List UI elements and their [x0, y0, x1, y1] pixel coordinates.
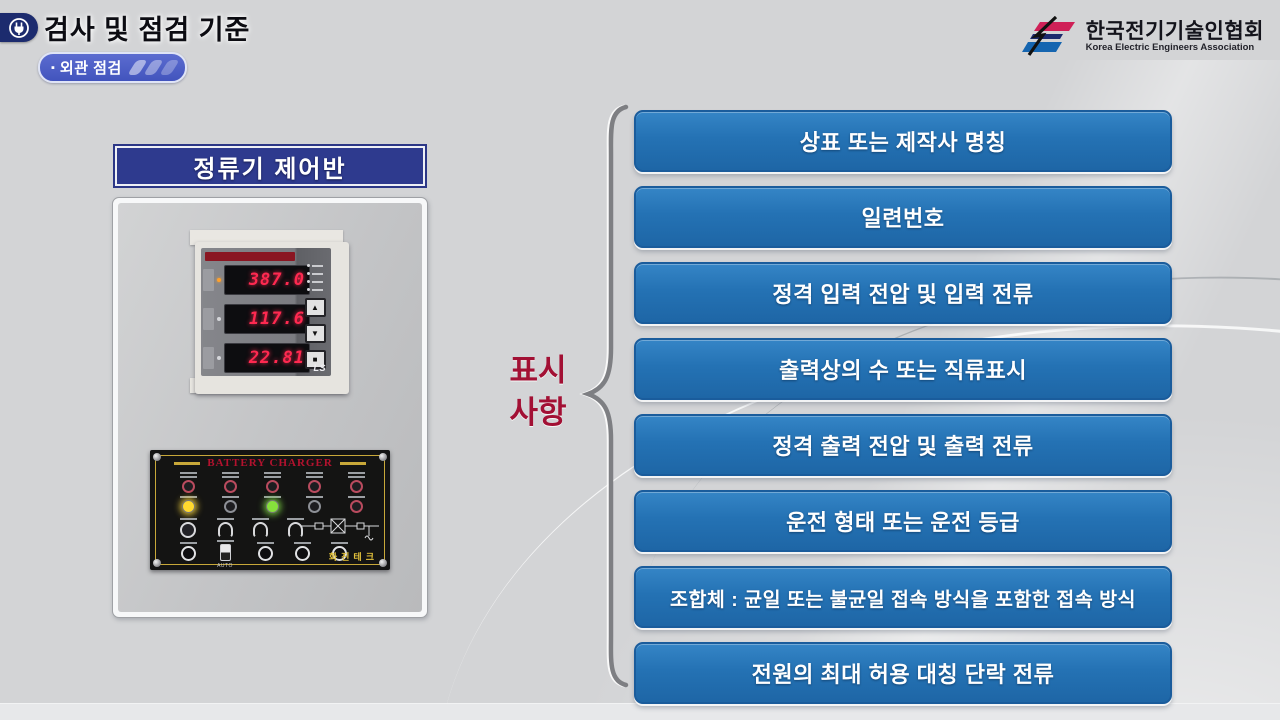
meter-led [217, 356, 221, 360]
meter-display-2: 117.6 [224, 304, 310, 334]
meter-display-row: 387.0 [203, 265, 310, 295]
meter-indicator [307, 272, 323, 275]
logo-name-korean: 한국전기기술인협회 [1085, 19, 1264, 43]
meter-set-button: ■ [304, 350, 326, 369]
charger-border [155, 455, 385, 565]
indicator [215, 496, 245, 513]
marking-item-7: 조합체 : 균일 또는 불균일 접속 방식을 포함한 접속 방식 [634, 566, 1172, 628]
charger-maker-label: 화진테크 [328, 552, 378, 562]
section-badge: ▪ 외관 점검 [38, 52, 187, 83]
logo-mark-icon [1021, 16, 1075, 56]
group-label-line1: 표시 [509, 353, 567, 388]
indicator [299, 472, 329, 493]
association-logo: 한국전기기술인협회 Korea Electric Engineers Assoc… [1021, 16, 1264, 58]
meter-display-1: 387.0 [224, 265, 310, 295]
meter-led [217, 278, 221, 282]
bottom-strip [0, 703, 1280, 720]
meter-brand-logo: LS [313, 363, 326, 373]
figure-caption: 정류기 제어반 [113, 144, 427, 188]
marking-item-4: 출력상의 수 또는 직류표시 [634, 338, 1172, 400]
screw-icon [153, 453, 161, 461]
indicator [173, 472, 203, 493]
group-label-line2: 사항 [509, 394, 567, 430]
rectifier-panel-photo: 387.0 117.6 22.81 [112, 197, 428, 618]
page-title: 검사 및 점검 기준 [44, 15, 251, 45]
badge-stripes-icon [127, 60, 180, 75]
switch-handle [210, 518, 240, 538]
screw-icon [379, 559, 387, 567]
charger-title: BATTERY CHARGER [207, 457, 333, 469]
badge-label: 외관 점검 [59, 60, 122, 77]
panel-button [173, 542, 203, 561]
marking-item-5: 정격 출력 전압 및 출력 전류 [634, 414, 1172, 476]
switch-handle [245, 518, 275, 538]
marking-item-2: 일련번호 [634, 186, 1172, 248]
meter-indicator [307, 288, 323, 291]
badge-bullet-icon: ▪ [51, 61, 55, 74]
group-label: 표시 사항 [492, 350, 584, 434]
meter-led [217, 317, 221, 321]
indicator [299, 496, 329, 513]
header-icon-pill [0, 13, 38, 42]
marking-item-1: 상표 또는 제작사 명칭 [634, 110, 1172, 172]
logo-name-english: Korea Electric Engineers Association [1085, 42, 1255, 54]
meter-controls: ▲ ▼ ■ [304, 264, 326, 369]
meter-display-3: 22.81 [224, 343, 310, 373]
screw-icon [153, 559, 161, 567]
toggle-label: AUTO [217, 563, 233, 569]
panel-button [324, 542, 354, 561]
panel-button [287, 542, 317, 561]
selector-knob [173, 518, 203, 538]
meter-face: 387.0 117.6 22.81 [201, 248, 331, 376]
meter-model-strip [205, 252, 295, 261]
marking-item-3: 정격 입력 전압 및 입력 전류 [634, 262, 1172, 324]
marking-items-list: 상표 또는 제작사 명칭 일련번호 정격 입력 전압 및 입력 전류 출력상의 … [634, 110, 1172, 704]
battery-charger-panel: BATTERY CHARGER [150, 450, 390, 570]
switch-handle [280, 518, 310, 538]
meter-indicator [307, 264, 323, 267]
meter-label-box [203, 269, 214, 291]
marking-item-6: 운전 형태 또는 운전 등급 [634, 490, 1172, 552]
digital-meter: 387.0 117.6 22.81 [195, 242, 349, 394]
meter-down-button: ▼ [304, 324, 326, 343]
plug-icon [9, 18, 29, 38]
charger-title-row: BATTERY CHARGER [150, 457, 390, 469]
meter-label-box [203, 308, 214, 330]
indicator [341, 472, 371, 493]
marking-item-8: 전원의 최대 허용 대칭 단락 전류 [634, 642, 1172, 704]
circuit-diagram [301, 518, 379, 541]
panel-button [250, 542, 280, 561]
cabinet-door: 387.0 117.6 22.81 [118, 203, 422, 612]
meter-display-row: 117.6 [203, 304, 310, 334]
indicator [215, 472, 245, 493]
screw-icon [379, 453, 387, 461]
auto-toggle-switch: AUTO [210, 540, 240, 569]
meter-indicator [307, 280, 323, 283]
meter-mount-top [190, 230, 343, 245]
meter-up-button: ▲ [304, 298, 326, 317]
meter-display-row: 22.81 [203, 343, 310, 373]
brace-icon [581, 104, 629, 688]
indicator [257, 472, 287, 493]
indicator-lit-yellow [173, 496, 203, 513]
meter-label-box [203, 347, 214, 369]
indicator [341, 496, 371, 513]
indicator-lit-green [257, 496, 287, 513]
